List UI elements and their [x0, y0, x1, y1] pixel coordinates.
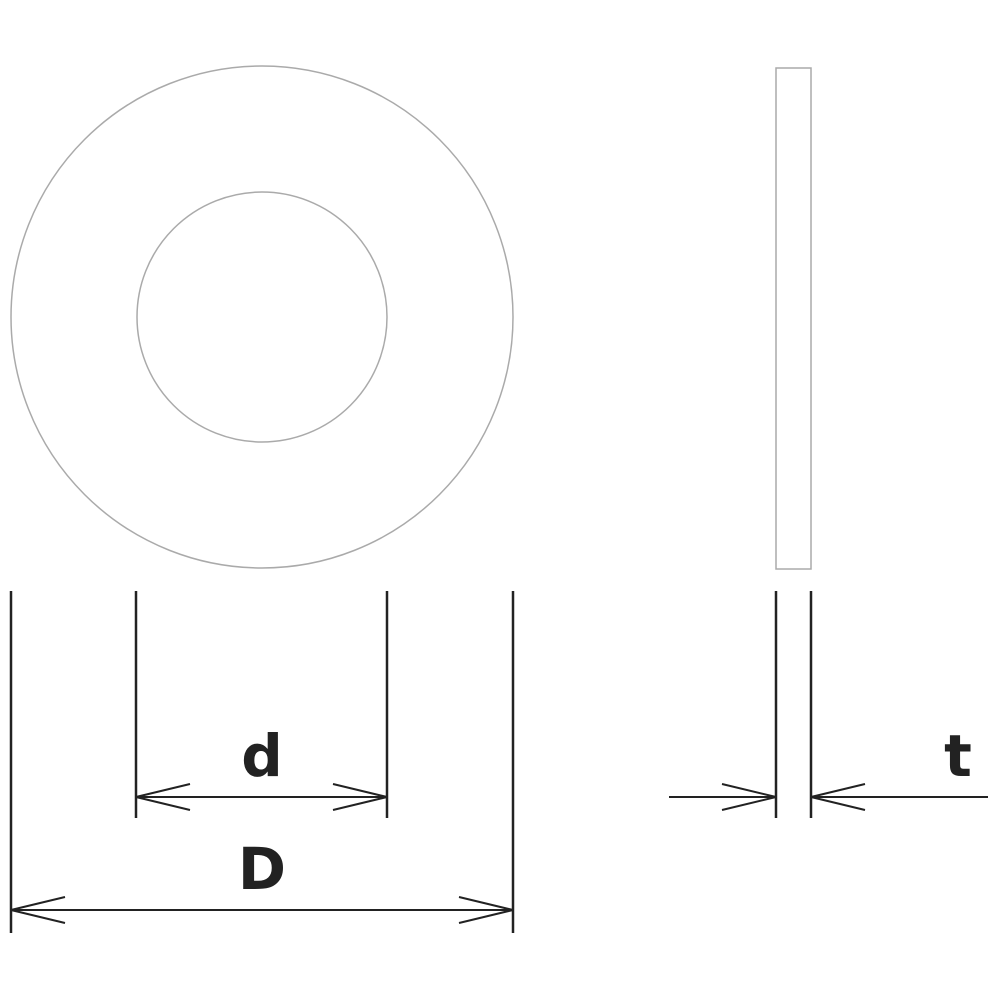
dimension-thickness [669, 783, 988, 811]
label-d: d [241, 722, 283, 790]
washer-side-view [775, 67, 812, 570]
dimension-inner-diameter [135, 783, 388, 811]
arrowhead-D-right [458, 896, 514, 924]
label-t: t [944, 722, 972, 790]
arrowhead-t-right [810, 783, 866, 811]
washer-front-view [10, 65, 514, 569]
arrowhead-d-right [332, 783, 388, 811]
arrowhead-d-left [135, 783, 191, 811]
washer-inner-circle [136, 191, 388, 443]
arrowhead-D-left [10, 896, 66, 924]
arrowhead-t-left [721, 783, 777, 811]
dimension-outer-diameter [10, 896, 514, 924]
label-D: D [238, 835, 286, 903]
extension-lines [9, 591, 813, 933]
washer-outer-circle [10, 65, 514, 569]
